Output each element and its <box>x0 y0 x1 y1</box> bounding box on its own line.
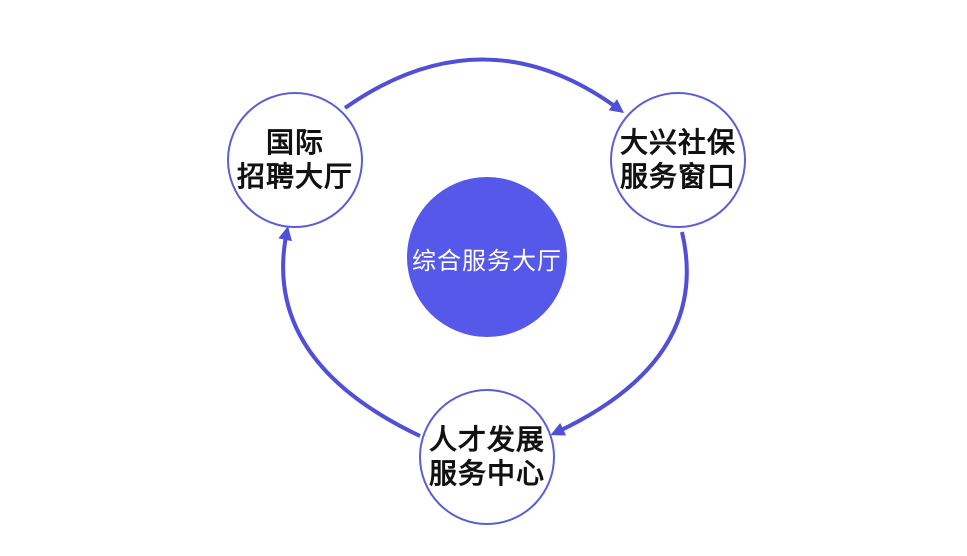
node-label-top-left-line2: 招聘大厅 <box>236 160 353 193</box>
flow-arrow-left <box>278 226 421 438</box>
node-label-bottom-line2: 服务中心 <box>428 457 545 490</box>
center-label-text: 综合服务大厅 <box>412 246 562 275</box>
node-label-top-right: 大兴社保 服务窗口 <box>611 118 745 202</box>
flow-arrow-right <box>550 231 689 436</box>
node-label-top-right-line2: 服务窗口 <box>619 160 736 193</box>
node-label-bottom-line1: 人才发展 <box>428 423 545 457</box>
node-circle-top-left <box>227 92 363 228</box>
flow-arrow-top <box>343 57 625 113</box>
node-label-top-left: 国际 招聘大厅 <box>228 118 362 202</box>
node-circle-bottom <box>419 389 555 525</box>
center-circle <box>407 177 567 337</box>
center-label: 综合服务大厅 <box>407 236 567 280</box>
node-label-top-right-line1: 大兴社保 <box>619 126 736 160</box>
node-circle-top-right <box>610 92 746 228</box>
node-label-bottom: 人才发展 服务中心 <box>420 415 554 499</box>
node-label-top-left-line1: 国际 <box>265 126 324 160</box>
